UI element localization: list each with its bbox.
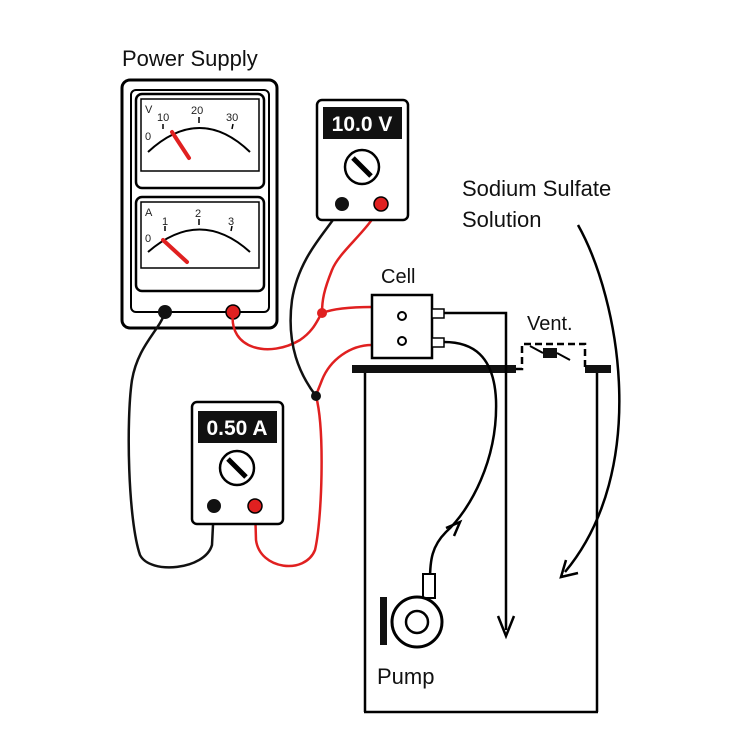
wire-junction-positive	[317, 308, 327, 318]
current-scale-arc	[147, 228, 251, 253]
supply-tube-arrow	[445, 519, 463, 537]
wire-junction-to-ammeter-positive	[253, 394, 323, 568]
vent-valve	[543, 348, 557, 358]
return-tube-arrow	[496, 615, 516, 640]
return-tube	[444, 311, 508, 630]
wire-voltmeter-negative-to-junction	[289, 202, 344, 398]
current-tick-label-0: 0	[145, 233, 151, 245]
pump-outlet	[422, 573, 436, 599]
power-supply: Power Supply V 0 10 20 30 A 0 1	[120, 46, 279, 330]
cell-outlet-fitting	[431, 308, 445, 319]
voltmeter-negative-terminal	[335, 197, 349, 211]
cell-label: Cell	[381, 266, 415, 288]
cell-port-upper	[397, 311, 407, 321]
voltmeter: 10.0 V	[315, 98, 410, 222]
supply-tube	[428, 340, 498, 581]
solution-label-line2: Solution	[462, 207, 542, 232]
current-tick-label-1: 1	[162, 216, 168, 228]
voltage-tick-label-20: 20	[191, 105, 203, 117]
ammeter-reading: 0.50 A	[206, 417, 267, 440]
current-needle	[161, 238, 189, 264]
vent: Vent.	[516, 313, 587, 371]
wiring	[127, 202, 383, 569]
vent-housing	[516, 342, 587, 371]
cell-inlet-fitting	[431, 337, 445, 348]
voltmeter-reading: 10.0 V	[332, 113, 393, 136]
current-tick-3	[230, 225, 233, 232]
voltmeter-dial-pointer	[351, 156, 373, 178]
solution-pointer-arrowhead	[559, 559, 579, 579]
voltage-gauge-face	[140, 98, 260, 172]
cell-port-lower	[397, 336, 407, 346]
voltmeter-positive-terminal	[373, 196, 389, 212]
wire-supply-positive-to-junction	[231, 310, 324, 351]
power-supply-label: Power Supply	[122, 46, 258, 71]
voltage-unit: V	[145, 104, 153, 116]
ammeter-positive-terminal	[247, 498, 263, 514]
ammeter-display	[198, 411, 277, 443]
current-tick-label-2: 2	[195, 208, 201, 220]
vent-valve-arm-right	[556, 352, 571, 361]
pump-label: Pump	[377, 664, 434, 689]
tubing	[428, 311, 516, 640]
voltage-scale-arc	[147, 127, 251, 153]
cell: Cell	[370, 266, 445, 360]
voltage-tick-label-10: 10	[157, 112, 169, 124]
voltage-tick-30	[231, 123, 234, 130]
voltage-gauge: V 0 10 20 30	[134, 92, 266, 190]
wire-supply-negative-to-ammeter	[127, 310, 216, 569]
cell-body	[370, 293, 434, 360]
wire-junction-to-cell-positive	[320, 305, 374, 315]
voltage-tick-label-0: 0	[145, 131, 151, 143]
current-gauge: A 0 1 2 3	[134, 195, 266, 293]
wire-voltmeter-positive-to-junction	[320, 202, 383, 315]
solution-pointer-arrow	[564, 224, 621, 573]
reservoir-tank	[352, 365, 611, 714]
current-gauge-face	[140, 201, 260, 269]
voltmeter-display	[323, 107, 402, 139]
solution-label-line1: Sodium Sulfate	[462, 176, 611, 201]
wire-junction-negative	[311, 391, 321, 401]
tank-lid-left	[352, 365, 516, 373]
ammeter-dial-pointer	[226, 457, 248, 479]
vent-label: Vent.	[527, 313, 573, 335]
voltage-tick-label-30: 30	[226, 112, 238, 124]
tank-lid-right	[585, 365, 611, 373]
current-tick-label-3: 3	[228, 216, 234, 228]
pump-impeller	[404, 609, 430, 635]
current-unit: A	[145, 207, 153, 219]
ammeter: 0.50 A	[190, 400, 285, 526]
vent-valve-arm-left	[529, 345, 544, 354]
pump: Pump	[377, 573, 444, 689]
pump-mount	[380, 597, 387, 645]
ammeter-negative-terminal	[207, 499, 221, 513]
voltage-needle	[170, 130, 191, 160]
